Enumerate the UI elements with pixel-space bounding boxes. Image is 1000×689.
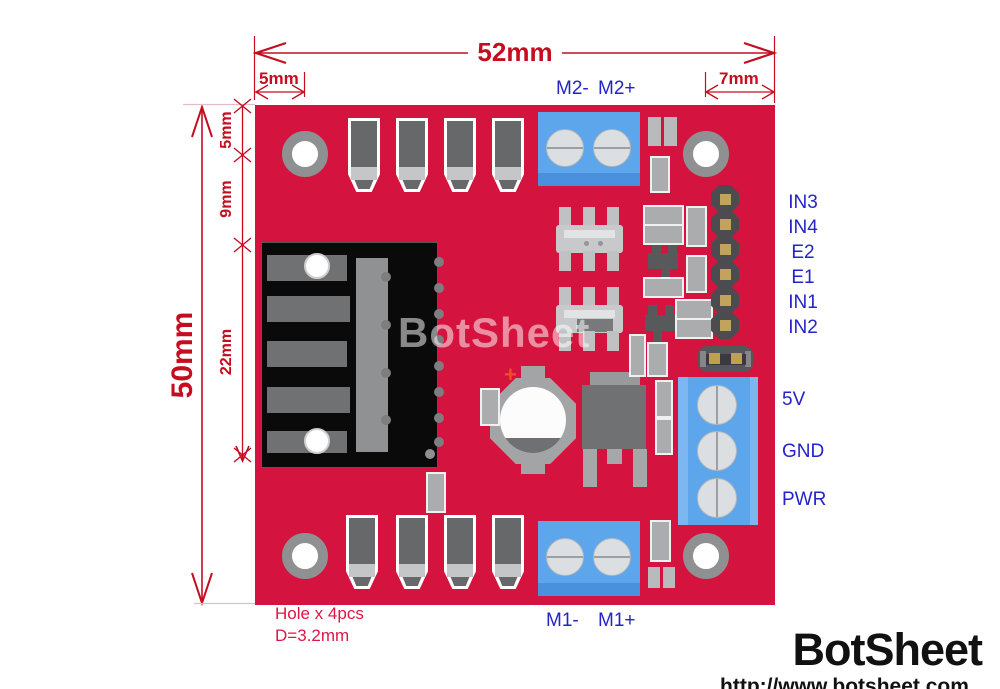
jumper [698,346,753,372]
label-pin-in4: IN4 [788,217,818,238]
label-m2-minus: M2- [556,78,589,99]
dim-header-offset-right: 7mm [719,69,759,88]
smd-resistor [629,334,646,377]
screw-m2-minus [546,129,584,167]
screw-m1-plus [593,538,631,576]
label-pin-e2: E2 [791,242,815,263]
smd-resistor [648,567,660,588]
heatsink-hole-bottom [304,428,330,454]
smd-resistor [686,255,707,293]
dim-hole-offset-top: 5mm [218,111,235,149]
voltage-regulator [582,385,646,449]
terminal-block-power [678,377,758,525]
dim-connector-height: 22mm [218,328,235,376]
smd-resistor [675,299,713,320]
brand-url: http://www.botsheet.com [720,675,969,689]
screw-m2-plus [593,129,631,167]
label-pin-5v: 5V [782,389,806,410]
dim-board-width: 52mm [468,37,562,68]
mounting-hole-bottom-right [683,533,729,579]
diode [444,515,476,589]
capacitor-polarity-mark: + [504,362,517,387]
terminal-block-m2 [538,112,640,186]
screw-gnd [697,431,737,471]
label-pin-in3: IN3 [788,192,818,213]
diode [396,515,428,589]
electrolytic-capacitor [500,387,566,453]
smd-resistor [643,224,684,245]
diode [492,118,524,192]
mounting-hole-top-left [282,131,328,177]
mounting-hole-top-right [683,131,729,177]
smd-resistor [647,342,668,377]
hole-note-line2: D=3.2mm [275,626,350,645]
diode [396,118,428,192]
label-pin-e1: E1 [791,267,815,288]
diode [346,515,378,589]
label-pin-pwr: PWR [782,489,827,510]
label-pin-in2: IN2 [788,317,818,338]
smd-resistor [643,277,684,298]
smd-resistor [655,418,673,455]
mounting-hole-bottom-left [282,533,328,579]
smd-resistor [648,117,661,146]
terminal-block-m1 [538,521,640,596]
screw-m1-minus [546,538,584,576]
smd-resistor [650,156,670,193]
dim-hole-offset-left: 5mm [259,69,299,88]
via-dot [425,449,435,459]
driver-package [261,242,444,468]
diode [492,515,524,589]
smd-resistor [655,380,673,418]
smd-resistor [686,206,707,247]
dim-hole-to-connector: 9mm [218,180,235,218]
smd-resistor [650,520,671,562]
heatsink-hole-top [304,253,330,279]
diode [348,118,380,192]
dim-board-height: 50mm [166,311,199,399]
smd-resistor [643,205,684,226]
smd-resistor [675,318,713,339]
label-pin-in1: IN1 [788,292,818,313]
smd-resistor [426,472,446,513]
watermark: BotSheet [398,309,591,356]
diode [444,118,476,192]
screw-5v [697,385,737,425]
label-m1-plus: M1+ [598,610,636,631]
smd-resistor [664,117,677,146]
brand-logo: BotSheet [792,624,983,675]
hole-note-line1: Hole x 4pcs [275,604,364,623]
screw-pwr [697,478,737,518]
label-m2-plus: M2+ [598,78,636,99]
label-pin-gnd: GND [782,441,825,462]
label-m1-minus: M1- [546,610,579,631]
regulator-tab [590,372,640,387]
smd-resistor [663,567,675,588]
smd-resistor [480,388,500,426]
